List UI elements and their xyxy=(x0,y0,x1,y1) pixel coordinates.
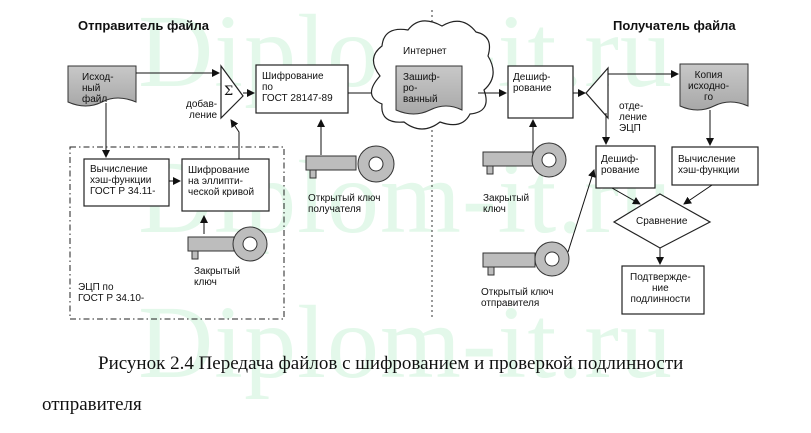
split-label: отде- ление ЭЦП xyxy=(619,101,648,134)
encrypted-file-label: Зашиф- ро- ванный xyxy=(403,72,440,105)
figure-caption-line2: отправителя xyxy=(42,394,142,415)
arrow-hash-to-compare xyxy=(683,184,713,205)
sender-private-key-label: Закрытый ключ xyxy=(194,266,241,288)
split-triangle xyxy=(585,66,609,120)
source-file-label: Исход- ный файл xyxy=(82,72,114,105)
copy-file-label: Копия исходно- го xyxy=(688,70,730,103)
encrypt-box xyxy=(255,64,349,114)
receiver-private-key-label: Закрытый ключ xyxy=(483,193,530,215)
sender-ecc-box xyxy=(181,158,270,212)
sum-symbol: Σ xyxy=(224,84,234,99)
sender-hash-box xyxy=(83,158,170,207)
copy-file-shape xyxy=(679,63,749,111)
add-label: добав- ление xyxy=(186,99,218,121)
decrypt-label: Дешиф- рование xyxy=(513,72,552,94)
sender-public-key-label: Открытый ключ отправителя xyxy=(481,287,554,309)
decrypt-sig-box xyxy=(595,145,656,189)
receiver-public-key-icon xyxy=(305,119,395,183)
compare-label: Сравнение xyxy=(636,216,688,227)
sum-triangle xyxy=(220,64,244,120)
figure-caption-line1: Рисунок 2.4 Передача файлов с шифрование… xyxy=(98,353,684,374)
receiver-hash-box xyxy=(671,146,759,186)
sender-ecc-label: Шифрование на эллипти- ческой кривой xyxy=(188,165,255,198)
receiver-title: Получатель файла xyxy=(613,18,736,33)
confirm-box xyxy=(621,265,705,315)
sender-hash-label: Вычисление хэш-функции ГОСТ Р 34.11- xyxy=(90,164,156,197)
ecp-standard-label: ЭЦП по ГОСТ Р 34.10- xyxy=(78,282,145,304)
receiver-public-key-label: Открытый ключ получателя xyxy=(308,193,381,215)
decrypt-sig-label: Дешиф- рование xyxy=(601,154,640,176)
encrypted-file-shape xyxy=(395,65,463,115)
encrypt-label: Шифрование по ГОСТ 28147-89 xyxy=(262,71,333,104)
receiver-private-key-icon xyxy=(482,119,567,178)
source-file-shape xyxy=(67,65,137,107)
sender-private-key-icon xyxy=(187,215,268,262)
arrow-ecc-to-sum xyxy=(230,119,240,159)
arrow-decrypt-sig-to-compare xyxy=(611,187,641,205)
ecp-boundary xyxy=(69,146,285,320)
confirm-label: Подтвержде- ние подлинности xyxy=(630,272,691,305)
internet-label: Интернет xyxy=(403,46,447,57)
decrypt-box xyxy=(507,65,574,119)
sender-public-key-icon xyxy=(482,169,596,277)
receiver-hash-label: Вычисление хэш-функции xyxy=(678,154,740,176)
sender-title: Отправитель файла xyxy=(78,18,210,33)
